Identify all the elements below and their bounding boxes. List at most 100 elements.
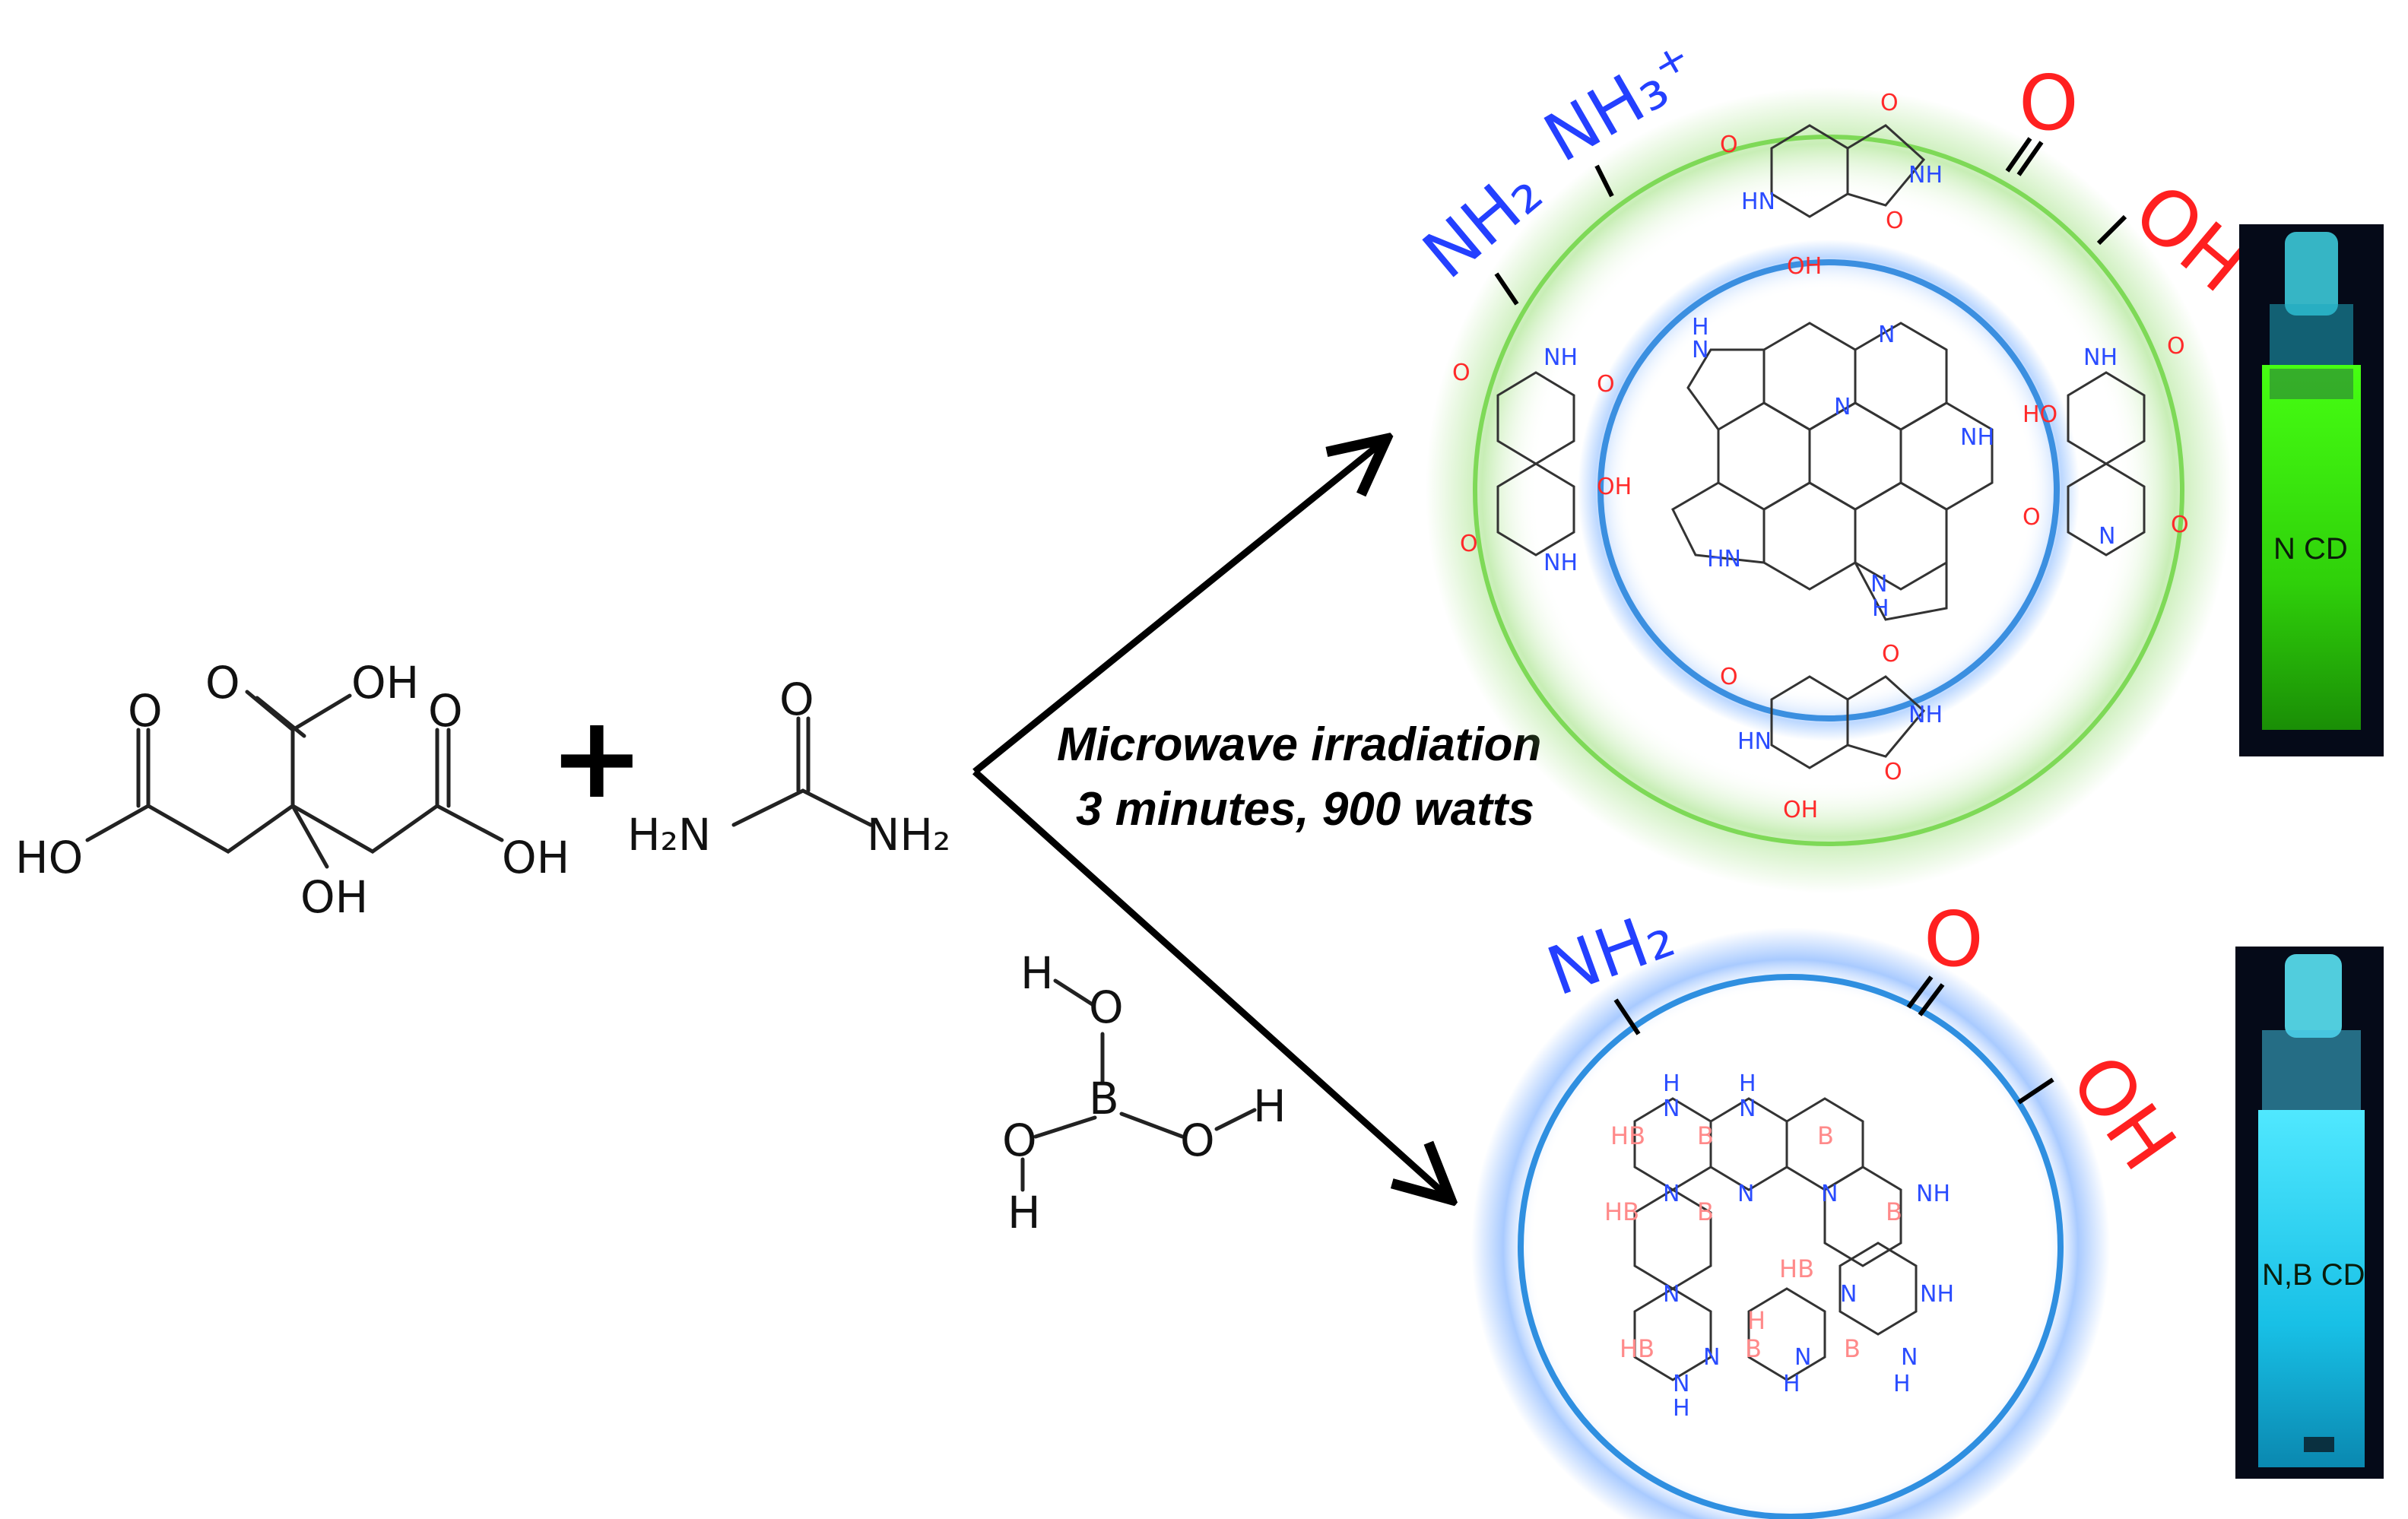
svg-text:HN: HN [1737,728,1772,755]
n-cd-vial-photo: N CD [2239,224,2384,756]
svg-text:N: N [1878,322,1895,348]
nb-cd-core-structure [1633,1097,1918,1381]
svg-text:O: O [1720,664,1738,690]
svg-text:O: O [1886,208,1904,234]
svg-text:N: N [1703,1344,1720,1371]
svg-text:NH: NH [1916,1181,1950,1207]
arrow-to-n-cd [972,441,1384,775]
svg-text:N: N [1901,1344,1918,1371]
svg-text:N: N [1794,1344,1811,1371]
svg-text:H: H [1872,595,1889,622]
conditions-line-2: 3 minutes, 900 watts [1076,783,1534,836]
citric-acid-structure: O OH O O HO OH OH [15,657,569,923]
svg-text:O: O [2167,333,2185,360]
n-cd-fluorophore-left [1496,371,1575,557]
arrow-to-nb-cd [972,769,1448,1197]
svg-text:N: N [1737,1181,1754,1207]
boric-atom-h2: H [1253,1080,1286,1132]
n-cd-core-ring [1597,259,2060,721]
boric-atom-b: B [1089,1073,1119,1124]
svg-text:B: B [1697,1197,1714,1226]
nb-cd-ring [1518,974,2064,1519]
svg-text:N: N [1739,1096,1756,1122]
svg-text:OH: OH [1787,253,1822,280]
svg-text:NH: NH [1908,162,1943,189]
svg-text:N: N [1663,1096,1680,1122]
n-cd-dot: H N N N NH HN N H O HN OH O NH O O NH O … [1408,28,2264,893]
svg-text:O: O [1597,371,1615,398]
svg-text:N: N [1673,1371,1689,1397]
svg-text:HB: HB [1604,1197,1639,1226]
svg-text:HN: HN [1741,189,1775,215]
svg-text:HO: HO [2023,401,2057,428]
svg-text:O: O [1884,759,1902,785]
n-cd-vial-label: N CD [2273,532,2348,566]
urea-atom-o: O [779,674,814,725]
svg-text:N: N [2099,523,2115,550]
svg-text:N: N [1821,1181,1838,1207]
n-cd-core-structure [1671,322,1994,621]
svg-text:O: O [1880,90,1899,116]
citric-atom-o-top: O [205,657,240,709]
svg-text:B: B [1745,1334,1762,1363]
svg-text:O: O [2171,512,2189,538]
boric-atom-h3: H [1007,1187,1041,1238]
svg-text:HB: HB [1620,1334,1655,1363]
svg-text:HB: HB [1610,1121,1645,1150]
svg-text:H: H [1739,1070,1756,1097]
citric-atom-o-right: O [428,685,463,737]
svg-text:O: O [1460,531,1478,557]
nb-cd-dot: H N H N HB B B N N N NH HB B B HB N N NH… [1471,894,2193,1519]
svg-text:H: H [1663,1070,1680,1097]
svg-text:N: N [1663,1281,1680,1308]
citric-atom-oh-bottom: OH [300,871,368,923]
svg-text:H: H [1692,314,1709,341]
citric-atom-ho-left: HO [15,832,83,883]
svg-text:O: O [1720,132,1738,158]
svg-text:B: B [1697,1121,1714,1150]
boric-atom-o2: O [1180,1115,1215,1166]
n-cd-fluorophore-top [1770,124,1926,218]
svg-text:H: H [1747,1306,1766,1335]
svg-text:OH: OH [1597,474,1632,500]
svg-text:O: O [1452,360,1470,386]
n-cd-fluorophore-bottom [1770,675,1926,769]
svg-text:NH: NH [1920,1281,1954,1308]
citric-atom-oh-top: OH [351,657,419,709]
n-cd-group-o: O [2019,59,2079,147]
svg-text:B: B [1886,1197,1902,1226]
svg-text:H: H [1783,1371,1800,1397]
svg-text:NH: NH [1543,550,1578,576]
urea-atom-nh2: NH₂ [867,809,950,861]
nb-cd-vial-photo: N,B CD [2235,947,2384,1479]
n-cd-fluorophore-right [2067,371,2146,557]
svg-text:N: N [1663,1181,1680,1207]
svg-text:HN: HN [1707,546,1741,572]
svg-text:B: B [1844,1334,1861,1363]
svg-text:O: O [2023,504,2041,531]
nb-cd-group-o: O [1924,895,1984,984]
boric-atom-o1: O [1089,981,1124,1033]
conditions-line-1: Microwave irradiation [1057,718,1541,771]
svg-text:N: N [1870,571,1887,598]
boric-atom-h1: H [1020,947,1054,999]
svg-text:H: H [1893,1371,1911,1397]
svg-text:NH: NH [1908,702,1943,728]
urea-atom-h2n: H₂N [627,809,711,861]
reaction-arrows [972,441,1448,1197]
svg-text:H: H [1673,1395,1690,1422]
svg-text:NH: NH [1960,424,1994,451]
urea-structure: O H₂N NH₂ [627,674,950,861]
svg-text:OH: OH [1783,797,1818,823]
svg-text:O: O [1882,641,1900,668]
svg-text:B: B [1817,1121,1834,1150]
svg-text:NH: NH [2083,344,2118,371]
boric-atom-o3: O [1002,1115,1037,1166]
svg-text:NH: NH [1543,344,1578,371]
nb-cd-vial-label: N,B CD [2262,1258,2365,1292]
boric-acid-structure: H O B O H O H [1002,947,1286,1238]
svg-text:HB: HB [1779,1254,1814,1283]
svg-text:N: N [1834,394,1851,420]
citric-atom-oh-right: OH [502,832,569,883]
